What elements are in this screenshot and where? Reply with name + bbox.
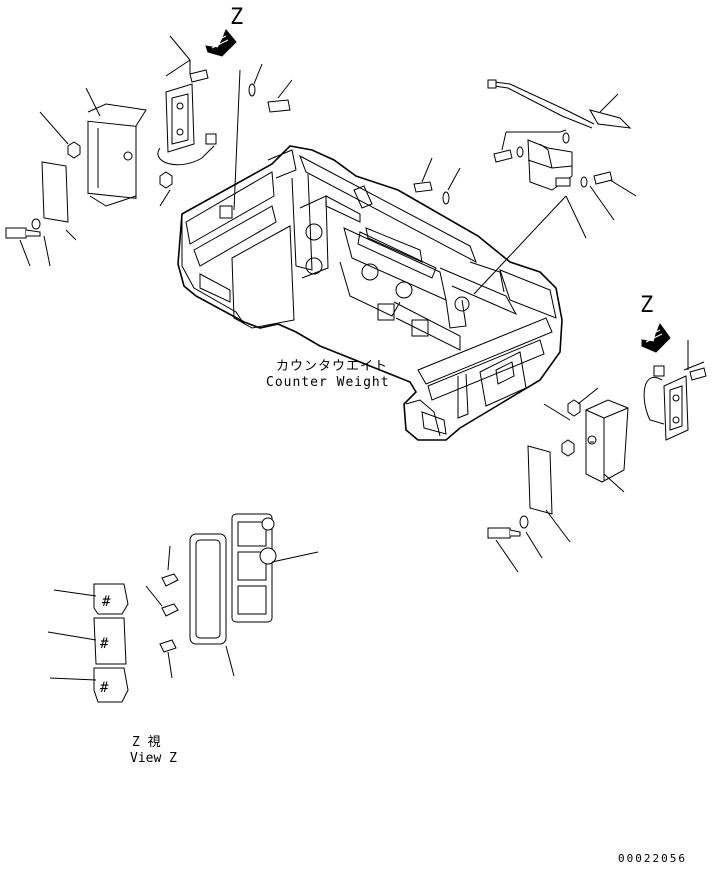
bulbs (159, 573, 179, 653)
lamp-body-right (643, 365, 707, 441)
lens-middle-symbol: # (100, 636, 109, 652)
lens-middle (93, 617, 127, 665)
drawing-number: 00022056 (618, 852, 687, 865)
arrow-down-icon-right (641, 322, 671, 353)
arrow-down-icon-top (205, 29, 237, 57)
view-z-label-en: View Z (130, 751, 177, 766)
lens-stack: # # # (93, 583, 129, 703)
view-z-label: Z 視 View Z (130, 735, 177, 766)
view-marker-z-top: Z (230, 5, 243, 30)
lamp-bracket-top-left (87, 103, 147, 207)
view-marker-z-right: Z (640, 293, 653, 318)
counter-weight-label-en: Counter Weight (266, 375, 390, 390)
lamp-bracket-right (585, 399, 629, 483)
lamp-body-top-left (157, 83, 217, 166)
lens-top-symbol: # (102, 594, 111, 610)
fasteners-top-left (5, 69, 209, 239)
view-marker-z-top-letter: Z (230, 5, 243, 30)
counter-weight-body (177, 145, 563, 441)
view-marker-z-right-letter: Z (640, 293, 653, 318)
counter-weight-label: カウンタウエイト Counter Weight (266, 359, 390, 390)
view-z-lamp-housing (231, 513, 277, 623)
view-z-label-jp: Z 視 (132, 735, 161, 750)
lens-top (93, 583, 129, 615)
view-z-gasket (189, 533, 227, 645)
lens-bottom-symbol: # (100, 680, 109, 696)
hook-bracket (527, 139, 573, 191)
fasteners-right (487, 399, 581, 539)
tie-rod (487, 79, 632, 129)
lens-bottom (93, 667, 129, 703)
gasket-top-left (41, 161, 69, 223)
fasteners-top-right (248, 83, 613, 205)
counter-weight-label-jp: カウンタウエイト (276, 359, 388, 374)
gasket-right (527, 445, 553, 515)
leader-lines (19, 35, 705, 681)
